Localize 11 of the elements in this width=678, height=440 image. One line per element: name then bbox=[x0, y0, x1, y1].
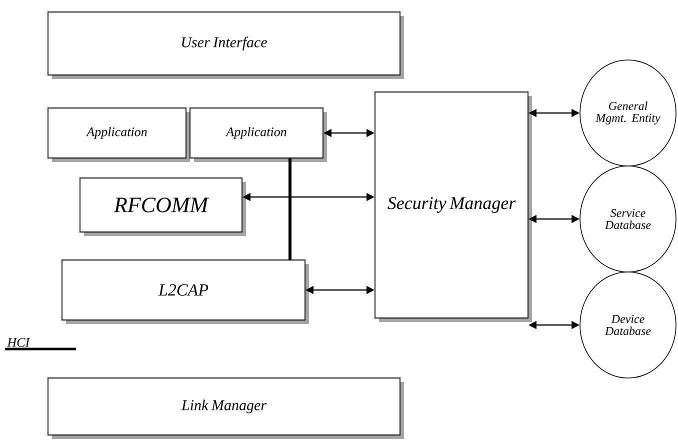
layer-label: HCI bbox=[7, 338, 30, 347]
application-box: Application bbox=[48, 108, 190, 162]
connector-line bbox=[288, 158, 292, 260]
node-label: Device Database bbox=[604, 314, 651, 336]
layer-box: RFCOMM bbox=[80, 178, 246, 236]
layer-box: User Interface bbox=[48, 12, 404, 79]
node-label: Service Database bbox=[604, 208, 651, 230]
application-box: Application bbox=[190, 108, 327, 162]
manager-box: Security Manager bbox=[374, 92, 532, 322]
layer-box: L2CAP bbox=[62, 260, 309, 324]
layer-box: Link Manager bbox=[48, 378, 404, 439]
